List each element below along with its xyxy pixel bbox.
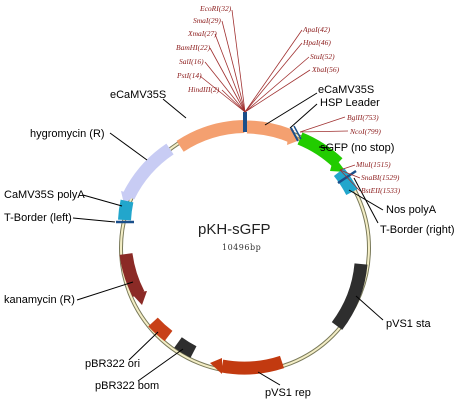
feature-label-kanamycin: kanamycin (R) [4, 294, 75, 306]
site-snabi: SnaBI(1529) [361, 173, 400, 182]
site-bglii: BglII(753) [347, 113, 379, 122]
plasmid-size: 10496bp [222, 243, 261, 252]
site-hpai: HpaI(46) [302, 38, 331, 47]
site-bsteii: BstEII(1533) [361, 186, 401, 195]
hsp-leader-marker-2 [293, 125, 302, 140]
feature-label-hsp-leader: HSP Leader [320, 97, 380, 109]
feature-label-hygromycin: hygromycin (R) [30, 128, 105, 140]
site-ncoi: NcoI(799) [349, 127, 381, 136]
feature-pvs1-sta-arc [331, 263, 368, 330]
feature-hygromycin-arc [122, 143, 174, 200]
feature-camv35s-polya-arc [118, 199, 134, 221]
hsp-leader-marker [290, 127, 299, 142]
site-smai: SmaI(29) [193, 16, 221, 25]
feature-label-pbr322-bom: pBR322 bom [95, 380, 159, 392]
restriction-lines-right [299, 116, 361, 192]
site-mlui: MluI(1515) [355, 160, 391, 169]
feature-pvs1-rep-arc [220, 355, 285, 375]
site-xbai: XbaI(56) [311, 65, 340, 74]
feature-pbr322-bom-arc [174, 337, 197, 358]
feature-sgfp-arrowhead [330, 156, 346, 172]
restriction-lines-top [199, 9, 311, 113]
site-bamhi: BamHI(22) [176, 43, 211, 52]
feature-label-ecamv35s-right: eCaMV35S [318, 84, 374, 96]
site-ecori: EcoRI(32) [199, 4, 232, 13]
feature-label-nos-polya: Nos polyA [386, 204, 437, 216]
site-xmai: XmaI(27) [187, 29, 217, 38]
feature-label-camv35s-polya: CaMV35S polyA [4, 189, 85, 201]
feature-ecamv35s-arc [176, 120, 245, 152]
feature-label-ecamv35s-left: eCaMV35S [110, 89, 166, 101]
feature-label-t-border-right: T-Border (right) [380, 224, 455, 236]
feature-label-pvs1-sta: pVS1 sta [386, 318, 432, 330]
site-hindiii: HindIII(2) [187, 85, 220, 94]
site-stui: StuI(52) [310, 52, 335, 61]
feature-kanamycin-arrowhead [131, 291, 147, 305]
feature-label-pbr322-ori: pBR322 ori [85, 358, 140, 370]
site-sali: SalI(16) [179, 57, 204, 66]
site-psti: PstI(14) [176, 71, 202, 80]
feature-pbr322-ori-arc [148, 317, 173, 342]
feature-ecamv35s-2-arc [246, 120, 295, 143]
feature-label-sgfp: sGFP (no stop) [320, 142, 394, 154]
feature-label-pvs1-rep: pVS1 rep [265, 387, 311, 399]
site-apai: ApaI(42) [302, 25, 331, 34]
feature-label-t-border-left: T-Border (left) [4, 212, 72, 224]
feature-leader-lines [72, 92, 384, 386]
feature-pvs1-rep-arrowhead [210, 358, 222, 374]
plasmid-name: pKH-sGFP [198, 221, 271, 238]
